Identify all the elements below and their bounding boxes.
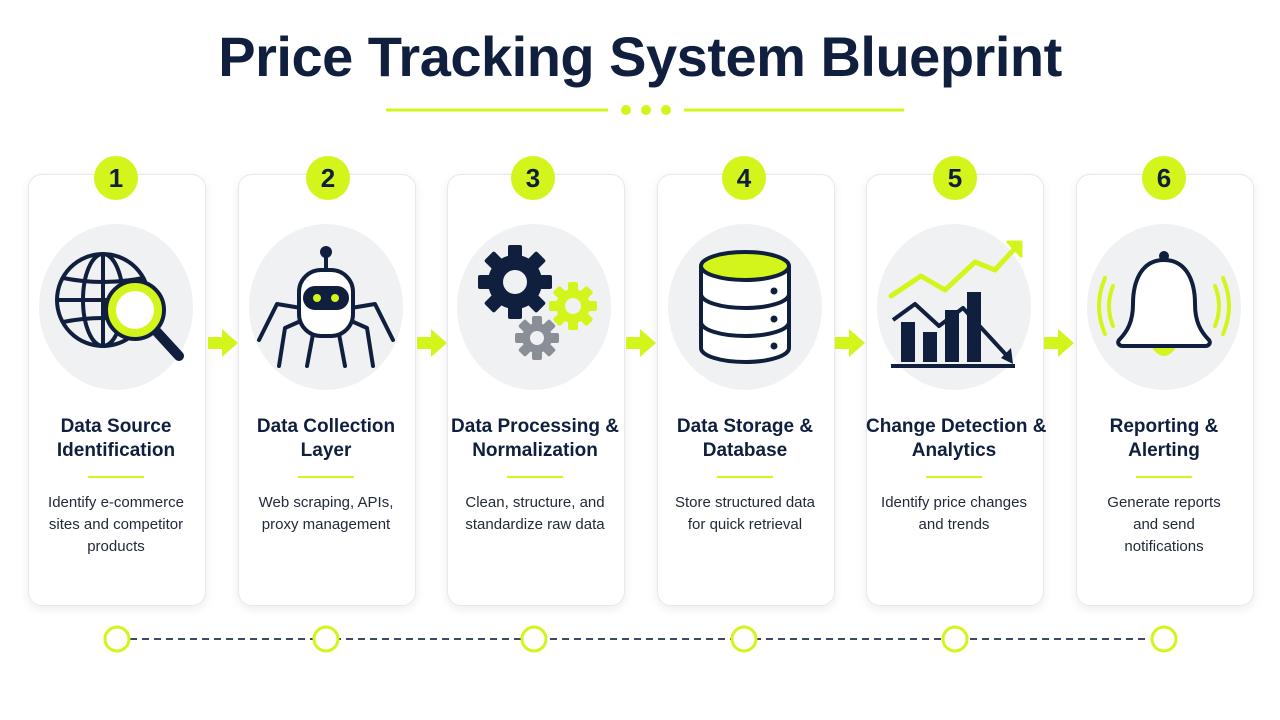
stage-description-1-line-2: sites and competitor	[48, 516, 184, 533]
stage-description-4-line-1: Store structured data	[674, 494, 816, 511]
step-badge-5: 5	[933, 156, 977, 200]
stage-description-4: Store structured data for quick retrieva…	[657, 492, 833, 536]
flow-arrow-icon-1	[208, 329, 238, 357]
stage-description-6-line-3: notifications	[1124, 538, 1204, 555]
stage-underline-3	[507, 476, 563, 478]
stage-title-5-line-2: Analytics	[911, 440, 997, 461]
timeline-node-4	[730, 625, 758, 653]
stage-description-3-line-2: standardize raw data	[465, 516, 605, 533]
flow-arrow-icon-3	[626, 329, 656, 357]
spider-robot-icon	[257, 246, 395, 368]
timeline	[103, 625, 1178, 653]
stage-description-6-line-1: Generate reports	[1107, 494, 1221, 511]
stage-description-3-line-1: Clean, structure, and	[465, 494, 605, 511]
title-divider	[386, 105, 904, 115]
stage-title-1-line-1: Data Source	[60, 416, 172, 437]
stage-description-2: Web scraping, APIs, proxy management	[238, 492, 414, 536]
stage-underline-5	[926, 476, 982, 478]
timeline-node-5	[941, 625, 969, 653]
stage-title-6-line-2: Alerting	[1128, 440, 1200, 461]
stage-description-4-line-2: for quick retrieval	[687, 516, 803, 533]
stage-description-5-line-1: Identify price changes	[881, 494, 1027, 511]
stage-title-5: Change Detection & Analytics	[866, 415, 1047, 463]
stage-underline-1	[88, 476, 144, 478]
timeline-node-1	[103, 625, 131, 653]
stage-title-3-line-1: Data Processing &	[451, 416, 619, 437]
timeline-node-2	[312, 625, 340, 653]
stage-title-2: Data Collection Layer	[238, 415, 414, 463]
stage-underline-4	[717, 476, 773, 478]
trend-chart-icon	[888, 240, 1023, 368]
stage-title-2-line-2: Layer	[300, 440, 352, 461]
stage-description-3: Clean, structure, and standardize raw da…	[447, 492, 623, 536]
database-icon	[699, 250, 791, 364]
step-badge-6: 6	[1142, 156, 1186, 200]
flow-arrow-icon-5	[1044, 329, 1074, 357]
flow-arrow-icon-4	[835, 329, 865, 357]
stage-title-3: Data Processing & Normalization	[447, 415, 623, 463]
stage-description-2-line-1: Web scraping, APIs,	[258, 494, 394, 511]
globe-magnifier-icon	[55, 252, 184, 361]
timeline-node-3	[520, 625, 548, 653]
stage-description-6: Generate reports and send notifications	[1076, 492, 1252, 558]
stage-title-4-line-2: Database	[702, 440, 788, 461]
gears-icon	[478, 245, 597, 360]
stage-description-5: Identify price changes and trends	[866, 492, 1042, 536]
stage-title-1-line-2: Identification	[56, 440, 176, 461]
page-title: Price Tracking System Blueprint	[218, 25, 1062, 88]
stage-title-5-line-1: Change Detection &	[866, 416, 1047, 437]
bell-icon	[1097, 251, 1231, 356]
stage-underline-6	[1136, 476, 1192, 478]
stage-description-5-line-2: and trends	[918, 516, 990, 533]
stage-description-1: Identify e-commerce sites and competitor…	[28, 492, 204, 558]
timeline-node-6	[1150, 625, 1178, 653]
stage-title-3-line-2: Normalization	[472, 440, 598, 461]
step-badge-2: 2	[306, 156, 350, 200]
stage-description-2-line-2: proxy management	[261, 516, 391, 533]
flow-arrow-icon-2	[417, 329, 447, 357]
stage-description-6-line-2: and send	[1133, 516, 1195, 533]
stage-title-4: Data Storage & Database	[657, 415, 833, 463]
step-badge-4: 4	[722, 156, 766, 200]
stage-title-6-line-1: Reporting &	[1109, 416, 1219, 437]
stage-title-4-line-1: Data Storage &	[676, 416, 814, 437]
step-badge-3: 3	[511, 156, 555, 200]
step-badge-1: 1	[94, 156, 138, 200]
stage-description-1-line-1: Identify e-commerce	[48, 494, 184, 511]
icon-background-5	[877, 224, 1031, 390]
stage-description-1-line-3: products	[87, 538, 145, 555]
stage-title-2-line-1: Data Collection	[256, 416, 396, 437]
stage-title-1: Data Source Identification	[28, 415, 204, 463]
stage-title-6: Reporting & Alerting	[1076, 415, 1252, 463]
stage-underline-2	[298, 476, 354, 478]
